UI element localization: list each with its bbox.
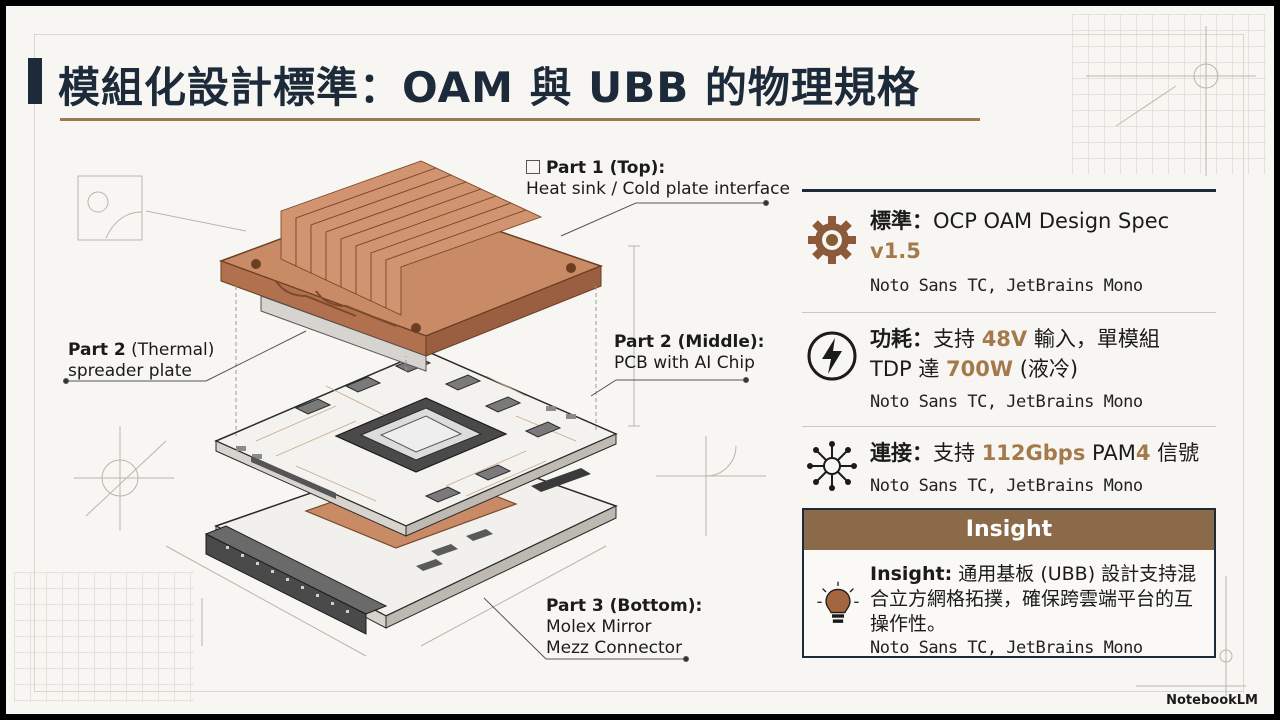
spec-row-standard: 標準：OCP OAM Design Spec v1.5 Noto Sans TC…: [802, 206, 1216, 306]
callout-leaders: [63, 200, 769, 662]
connect-v1: 112Gbps: [981, 441, 1086, 465]
part1-desc: Heat sink / Cold plate interface: [526, 179, 790, 199]
connect-font-note: Noto Sans TC, JetBrains Mono: [870, 476, 1143, 496]
title-underline: [60, 118, 980, 121]
connect-t3: 信號: [1150, 441, 1200, 465]
part2-thermal-bold: Part 2: [68, 340, 126, 360]
standard-font-note: Noto Sans TC, JetBrains Mono: [870, 276, 1143, 296]
lightbulb-icon: [817, 581, 859, 623]
connect-head: 連接：支持 112Gbps PAM4 信號: [870, 438, 1210, 468]
gear-icon: [808, 216, 856, 264]
page-title: 模組化設計標準：OAM 與 UBB 的物理規格: [58, 63, 920, 112]
spec-panel-top-rule: [802, 189, 1216, 192]
part2-thermal-rest: (Thermal): [125, 340, 215, 360]
part3-title: Part 3 (Bottom):: [546, 596, 703, 616]
power-label: 功耗: [870, 327, 912, 351]
standard-label: 標準: [870, 209, 912, 233]
part2-middle-title: Part 2 (Middle):: [614, 332, 765, 352]
title-accent-bar: [28, 58, 42, 104]
connect-t2: PAM: [1085, 441, 1136, 465]
decorative-frame: [34, 34, 1244, 692]
standard-version: v1.5: [870, 239, 921, 263]
insight-body: Insight: 通用基板 (UBB) 設計支持混合立方網格拓撲，確保跨雲端平台…: [870, 562, 1210, 637]
power-t4: (液冷): [1013, 357, 1079, 381]
power-t2: 輸入，單模組: [1027, 327, 1160, 351]
power-t1: 支持: [933, 327, 982, 351]
power-font-note: Noto Sans TC, JetBrains Mono: [870, 392, 1143, 412]
grid-decoration-top-right: [1072, 14, 1266, 174]
spec-row-power: 功耗：支持 48V 輸入，單模組 TDP 達 700W (液冷) Noto Sa…: [802, 324, 1216, 424]
notebooklm-watermark: NotebookLM: [1166, 693, 1258, 708]
blueprint-decoration: [74, 26, 1256, 696]
connect-label: 連接: [870, 441, 912, 465]
part3-line1: Molex Mirror: [546, 617, 652, 637]
part1-title: Part 1 (Top):: [546, 158, 666, 178]
part3-callout: Part 3 (Bottom): Molex Mirror Mezz Conne…: [546, 596, 702, 659]
edit-icon: [526, 160, 540, 174]
standard-head: 標準：OCP OAM Design Spec v1.5: [870, 206, 1210, 266]
part2-thermal-line2: spreader plate: [68, 361, 192, 381]
spec-divider: [802, 312, 1216, 313]
spec-row-connect: 連接：支持 112Gbps PAM4 信號 Noto Sans TC, JetB…: [802, 438, 1216, 502]
connect-v2: 4: [1135, 441, 1151, 465]
part3-line2: Mezz Connector: [546, 638, 683, 658]
part2-middle-desc: PCB with AI Chip: [614, 353, 755, 373]
power-sep: ：: [912, 327, 933, 351]
insight-box: Insight Insight: 通用基板 (UBB) 設計支持混合立方網格拓撲…: [802, 508, 1216, 658]
power-t3: TDP 達: [870, 357, 947, 381]
part2-middle-callout: Part 2 (Middle): PCB with AI Chip: [614, 332, 764, 374]
network-icon: [807, 441, 857, 491]
part2-thermal-callout: Part 2 (Thermal) spreader plate: [68, 340, 214, 382]
insight-font-note: Noto Sans TC, JetBrains Mono: [870, 638, 1143, 658]
connect-t1: 支持: [933, 441, 982, 465]
top-heat-sink: [218, 160, 604, 372]
power-v2: 700W: [946, 357, 1014, 381]
grid-decoration-bottom-left: [14, 572, 194, 702]
part1-callout: Part 1 (Top): Heat sink / Cold plate int…: [526, 158, 790, 200]
oam-exploded-illustration: [204, 160, 618, 635]
slide: 模組化設計標準：OAM 與 UBB 的物理規格: [6, 6, 1274, 714]
middle-pcb: [214, 350, 618, 537]
insight-label: Insight:: [870, 563, 953, 585]
connect-sep: ：: [912, 441, 933, 465]
spec-divider: [802, 426, 1216, 427]
insight-header: Insight: [804, 510, 1214, 550]
insight-text: 通用基板 (UBB) 設計支持混合立方網格拓撲，確保跨雲端平台的互操作性。: [870, 563, 1197, 635]
standard-text: OCP OAM Design Spec: [933, 209, 1170, 233]
standard-sep: ：: [912, 209, 933, 233]
lightning-icon: [807, 331, 857, 381]
power-head: 功耗：支持 48V 輸入，單模組 TDP 達 700W (液冷): [870, 324, 1210, 384]
power-v1: 48V: [981, 327, 1028, 351]
